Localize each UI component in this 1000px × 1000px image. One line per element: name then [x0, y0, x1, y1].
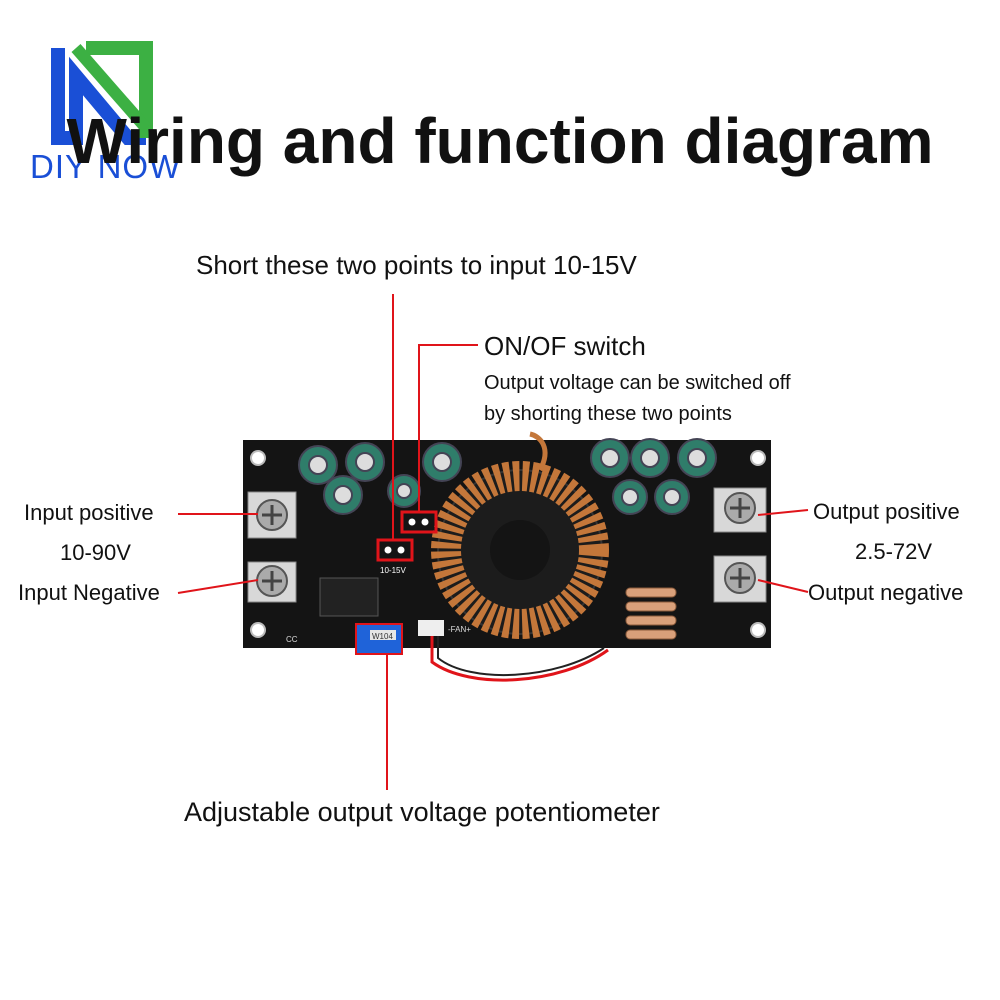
potentiometer — [355, 623, 403, 655]
fan-wire — [430, 636, 609, 682]
output-terminals — [713, 487, 767, 603]
heatsink-bars — [625, 587, 677, 640]
cc-label: CC — [286, 635, 298, 644]
onoff-title: ON/OF switch — [484, 331, 646, 361]
input-negative-label: Input Negative — [18, 580, 160, 605]
potentiometer-callout: Adjustable output voltage potentiometer — [184, 797, 660, 827]
fan-label: -FAN+ — [448, 625, 471, 634]
mounting-holes — [250, 450, 766, 638]
output-negative-label: Output negative — [808, 580, 964, 605]
page-title: Wiring and function diagram — [66, 105, 934, 177]
diy-now-logo-icon — [51, 41, 153, 145]
short-pads — [376, 510, 438, 562]
fan-connector — [418, 620, 444, 636]
short-points-callout: Short these two points to input 10-15V — [196, 250, 637, 280]
pointer-lines — [177, 294, 809, 790]
input-range-label: 10-90V — [60, 540, 131, 565]
pot-label: W104 — [372, 632, 393, 641]
toroid-inductor — [431, 431, 609, 639]
onoff-desc-2: by shorting these two points — [484, 403, 732, 425]
logo-text: DIY NOW — [30, 148, 182, 185]
output-range-label: 2.5-72V — [855, 539, 933, 564]
fan-wire-black — [437, 636, 605, 677]
output-positive-label: Output positive — [813, 499, 960, 524]
input-positive-label: Input positive — [24, 500, 154, 525]
ic-chip — [319, 577, 379, 617]
onoff-desc-1: Output voltage can be switched off — [484, 372, 791, 394]
short-pad-label: 10-15V — [380, 566, 406, 575]
capacitors — [298, 438, 717, 515]
